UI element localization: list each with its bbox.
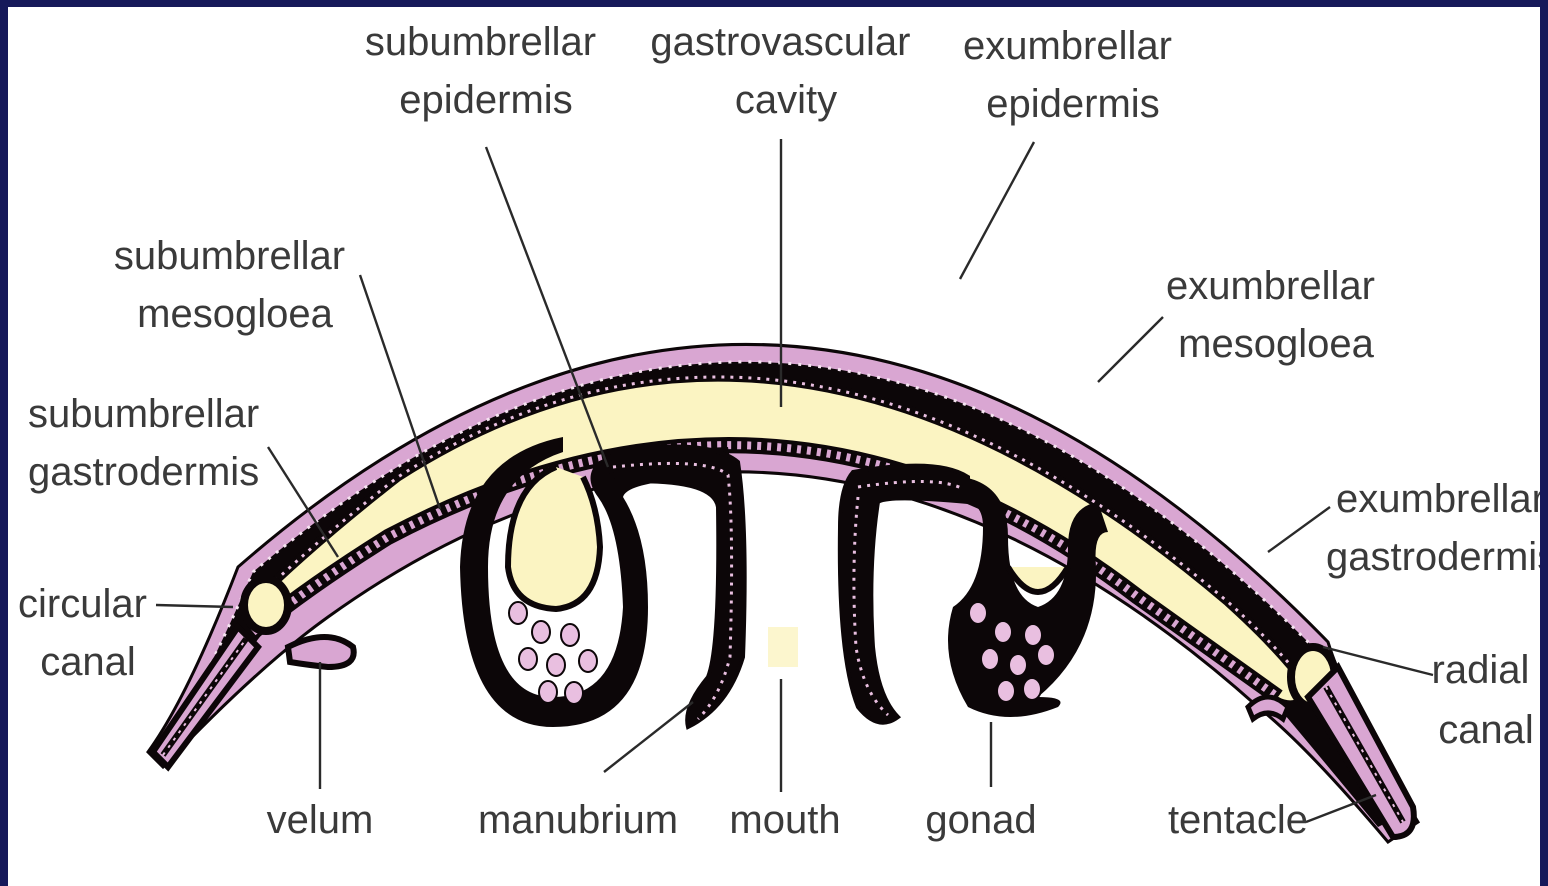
label-subumbrellar-epidermis: subumbrellar epidermis [365, 20, 607, 122]
label-line: exumbrellar [1166, 264, 1375, 308]
label-line: exumbrellar [963, 24, 1172, 68]
label-line: gastrovascular [650, 20, 910, 64]
label-circular-canal: circular canal [18, 582, 158, 684]
label-line: circular [18, 582, 147, 626]
label-line: epidermis [986, 82, 1159, 126]
label-line: subumbrellar [114, 234, 345, 278]
medusa-section-diagram: subumbrellar epidermis gastrovascular ca… [8, 7, 1540, 886]
label-gonad: gonad [925, 798, 1036, 842]
label-velum: velum [267, 798, 374, 842]
label-gastrovascular-cavity: gastrovascular cavity [650, 20, 921, 122]
label-line: subumbrellar [365, 20, 596, 64]
diagram-frame: subumbrellar epidermis gastrovascular ca… [8, 7, 1540, 886]
label-line: radial [1432, 648, 1530, 692]
label-line: exumbrellar [1336, 477, 1540, 521]
label-radial-canal: radial canal [1432, 648, 1540, 752]
label-line: canal [1438, 708, 1534, 752]
label-exumbrellar-gastrodermis: exumbrellar gastrodermis [1326, 477, 1540, 579]
label-line: subumbrellar [28, 392, 259, 436]
label-subumbrellar-gastrodermis: subumbrellar gastrodermis [28, 392, 270, 494]
label-line: canal [40, 640, 136, 684]
label-line: gastrodermis [1326, 535, 1540, 579]
label-line: mesogloea [1178, 322, 1374, 366]
label-tentacle: tentacle [1168, 798, 1308, 842]
label-subumbrellar-mesogloea: subumbrellar mesogloea [114, 234, 356, 336]
label-mouth: mouth [729, 798, 840, 842]
label-line: cavity [735, 78, 837, 122]
label-manubrium: manubrium [478, 798, 678, 842]
label-line: mesogloea [137, 292, 333, 336]
label-line: epidermis [399, 78, 572, 122]
label-exumbrellar-mesogloea: exumbrellar mesogloea [1166, 264, 1386, 366]
label-exumbrellar-epidermis: exumbrellar epidermis [963, 24, 1183, 126]
circular-canal-bulb [244, 579, 288, 631]
label-line: gastrodermis [28, 450, 259, 494]
